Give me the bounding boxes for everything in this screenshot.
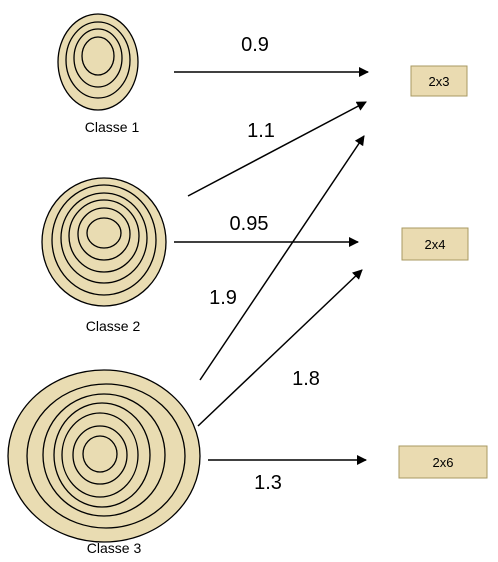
edge-class3-2x4 — [197, 269, 363, 427]
target-2x6-label: 2x6 — [433, 455, 454, 470]
edge-weight-1: 1.1 — [247, 120, 275, 142]
edge-weight-5: 1.3 — [254, 472, 282, 494]
target-2x6: 2x6 — [398, 445, 488, 479]
class-1-node: Classe 1 — [57, 13, 140, 135]
target-2x4: 2x4 — [401, 227, 469, 261]
class-3-label: Classe 3 — [87, 540, 142, 556]
class-1-label: Classe 1 — [85, 119, 140, 135]
edge-weight-4: 1.8 — [292, 368, 320, 390]
edge-weight-3: 1.9 — [209, 287, 237, 309]
class-2-node: Classe 2 — [41, 177, 167, 334]
edge-class3-2x3 — [199, 135, 365, 381]
target-2x3: 2x3 — [410, 65, 468, 97]
edge-weight-2: 0.95 — [230, 213, 269, 235]
class-3-node: Classe 3 — [7, 369, 201, 556]
target-2x4-label: 2x4 — [425, 237, 446, 252]
edge-weight-0: 0.9 — [241, 34, 269, 56]
edge-class2-2x3 — [187, 101, 367, 197]
target-2x3-label: 2x3 — [429, 74, 450, 89]
class-2-label: Classe 2 — [86, 318, 141, 334]
